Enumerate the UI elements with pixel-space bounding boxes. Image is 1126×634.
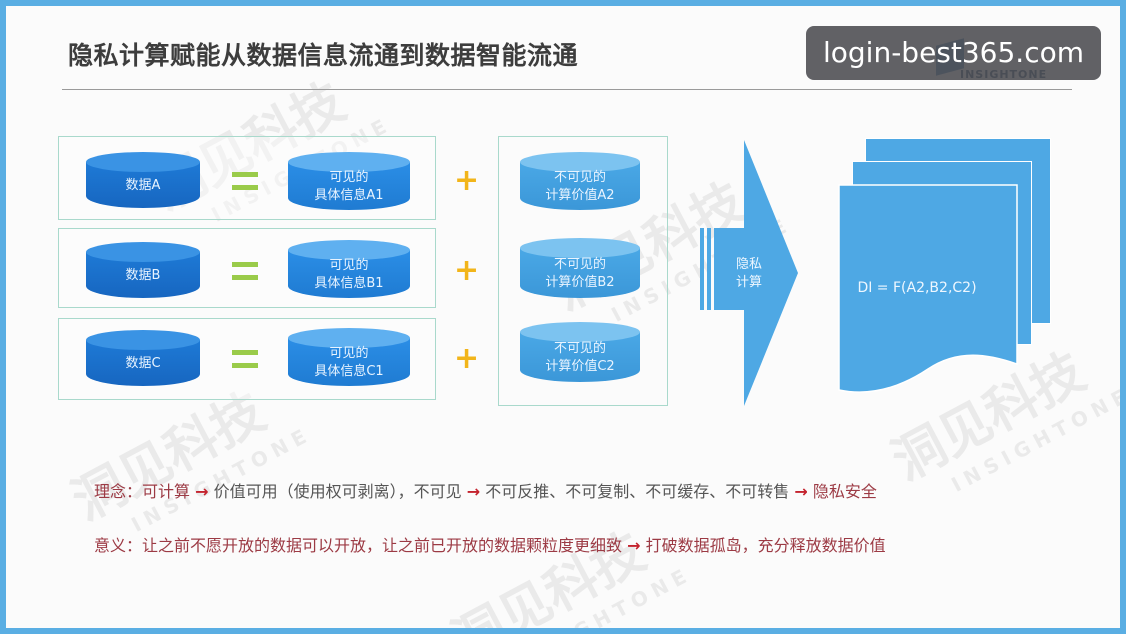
equals-icon — [232, 172, 258, 190]
arrow-icon: → — [195, 482, 209, 501]
hidden-value-box — [498, 136, 668, 406]
arrow-icon: → — [627, 536, 641, 555]
visible-info-cylinder-a: 可见的具体信息A1 — [288, 152, 410, 210]
data-cylinder-b: 数据B — [86, 242, 200, 298]
equals-icon — [232, 350, 258, 368]
url-overlay-badge: login-best365.com — [806, 26, 1101, 80]
slide-title: 隐私计算赋能从数据信息流通到数据智能流通 — [68, 41, 579, 70]
arrow-icon: → — [466, 482, 481, 501]
hidden-value-cylinder-b: 不可见的计算价值B2 — [520, 238, 640, 298]
arrow-icon: → — [794, 482, 808, 501]
concept-line: 理念：可计算 → 价值可用（使用权可剥离），不可见 → 不可反推、不可复制、不可… — [94, 482, 877, 501]
formula-text: DI = F(A2,B2,C2) — [857, 280, 977, 296]
plus-icon: + — [454, 163, 480, 198]
hidden-value-cylinder-a: 不可见的计算价值A2 — [520, 152, 640, 210]
privacy-computing-arrow-icon — [700, 140, 798, 406]
plus-icon: + — [454, 253, 480, 288]
equals-icon — [232, 262, 258, 280]
visible-info-cylinder-c: 可见的具体信息C1 — [288, 328, 410, 386]
title-divider — [62, 89, 1072, 90]
arrow-label: 隐私计算 — [735, 257, 762, 290]
document-front-icon — [838, 184, 1018, 393]
visible-info-cylinder-b: 可见的具体信息B1 — [288, 240, 410, 298]
data-cylinder-a: 数据A — [86, 152, 200, 208]
data-cylinder-c: 数据C — [86, 330, 200, 386]
meaning-line: 意义：让之前不愿开放的数据可以开放，让之前已开放的数据颗粒度更细致 → 打破数据… — [94, 536, 886, 555]
plus-icon: + — [454, 341, 480, 376]
hidden-value-cylinder-c: 不可见的计算价值C2 — [520, 322, 640, 382]
